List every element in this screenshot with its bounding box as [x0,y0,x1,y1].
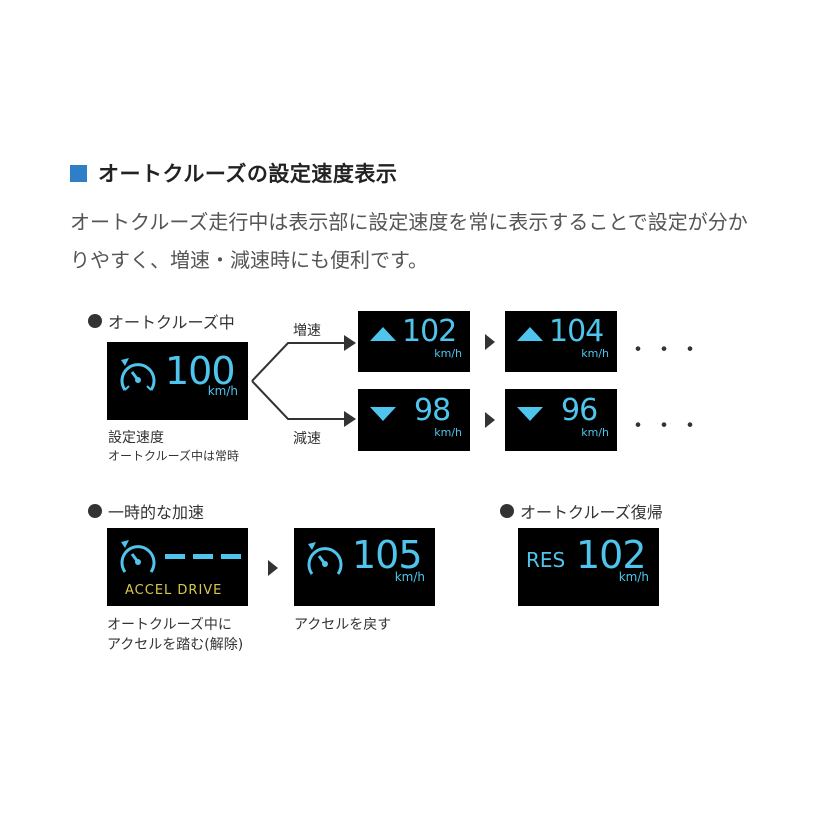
triangle-up-icon [370,327,396,341]
description: オートクルーズ走行中は表示部に設定速度を常に表示することで設定が分かりやすく、増… [70,210,748,272]
speed-value: 105 [352,533,423,577]
speed-unit: km/h [434,347,462,360]
section-heading-cruise: オートクルーズ中 [88,309,235,333]
section-heading-text: 一時的な加速 [108,503,205,522]
speedometer-cruise-icon [120,358,156,391]
arrow-right-icon [485,412,495,428]
resumed-speed-display: 105 km/h [294,528,435,606]
branch-arrows-icon [251,335,356,427]
caption-accel-line2: アクセルを踏む(解除) [107,637,244,653]
increase-label: 増速 [293,323,321,339]
speed-unit: km/h [581,426,609,439]
section-heading-resume: オートクルーズ復帰 [500,499,663,523]
speed-value: 102 [402,314,457,349]
increase-display-2: 104 km/h [505,311,617,372]
speed-unit: km/h [618,570,649,584]
title-marker [70,165,87,182]
page-title: オートクルーズの設定速度表示 [98,162,398,186]
arrow-right-icon [485,334,495,350]
section-heading-temp-accel: 一時的な加速 [88,499,204,523]
dash-placeholder [165,554,241,559]
main-speed-display: 100 km/h [107,342,248,420]
speedometer-cruise-icon [120,540,156,573]
section-heading-text: オートクルーズ復帰 [520,503,663,522]
triangle-down-icon [517,407,543,421]
res-prefix: RES [526,548,566,572]
caption-release: アクセルを戻す [294,617,392,633]
bullet-icon [500,504,514,518]
speed-unit: km/h [207,384,238,398]
speed-value: 104 [549,314,604,349]
accel-drive-display: ACCEL DRIVE [107,528,248,606]
arrow-right-icon [268,560,278,576]
decrease-display-1: 98 km/h [358,389,470,451]
resume-display: RES 102 km/h [518,528,659,606]
bullet-icon [88,314,102,328]
caption-sub: オートクルーズ中は常時 [108,449,240,463]
decrease-display-2: 96 km/h [505,389,617,451]
speed-unit: km/h [434,426,462,439]
triangle-up-icon [517,327,543,341]
decrease-label: 減速 [293,431,321,447]
section-heading-text: オートクルーズ中 [108,313,235,332]
caption-main: 設定速度 [108,430,164,446]
speed-unit: km/h [394,570,425,584]
caption-accel-line1: オートクルーズ中に [107,617,232,633]
triangle-down-icon [370,407,396,421]
speed-value: 102 [576,533,647,577]
speedometer-cruise-icon [307,542,343,575]
speed-value: 98 [414,393,451,428]
accel-drive-label: ACCEL DRIVE [125,583,223,598]
ellipsis-icon: ・・・ [627,338,706,363]
ellipsis-icon: ・・・ [627,414,706,439]
speed-value: 96 [561,393,598,428]
speed-value: 100 [165,349,236,393]
bullet-icon [88,504,102,518]
speed-unit: km/h [581,347,609,360]
increase-display-1: 102 km/h [358,311,470,372]
